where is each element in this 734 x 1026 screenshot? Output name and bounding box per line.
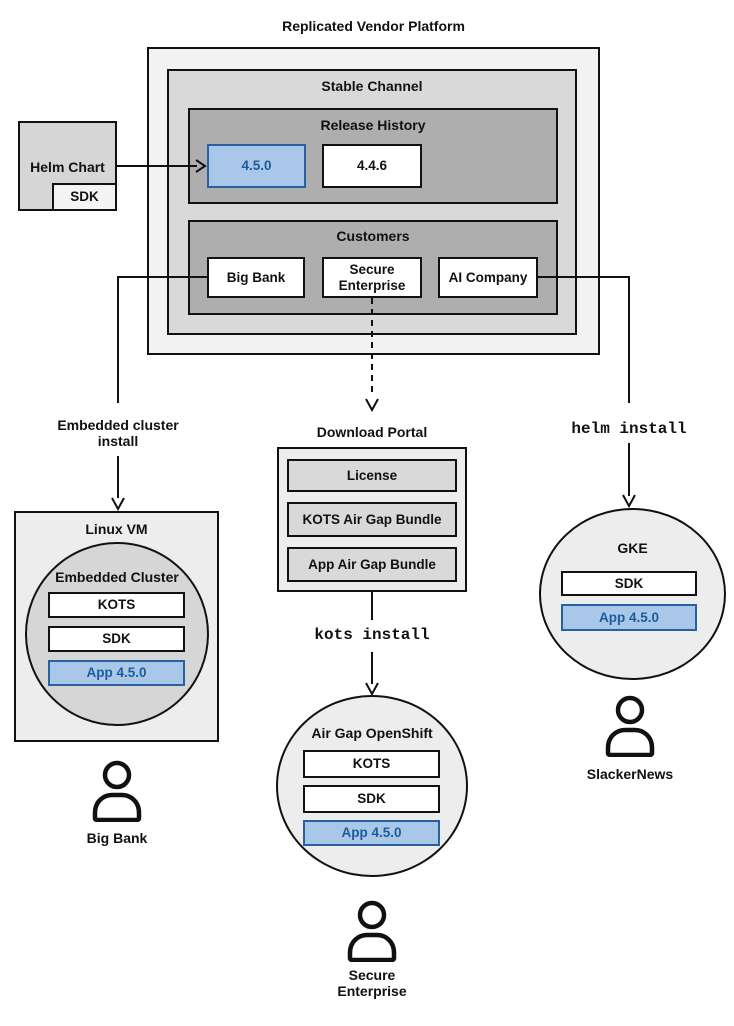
embedded-install-line2: install <box>97 433 139 450</box>
helm-chart-title: Helm Chart <box>30 159 105 175</box>
linux-vm-title: Linux VM <box>85 521 148 537</box>
helm-chart-sdk-box: SDK <box>52 183 117 211</box>
secure-enterprise-arrowhead <box>365 398 379 413</box>
openshift-sdk: SDK <box>303 785 440 813</box>
helm-install-label: helm install <box>571 420 687 438</box>
embedded-cluster-sdk: SDK <box>48 626 185 652</box>
slackernews-user-label: SlackerNews <box>586 766 674 782</box>
embedded-install-line1: Embedded cluster <box>57 417 179 433</box>
gke-app: App 4.5.0 <box>561 604 697 631</box>
kots-install-label: kots install <box>314 626 430 644</box>
openshift-kots: KOTS <box>303 750 440 778</box>
release-4-5-0: 4.5.0 <box>207 144 306 188</box>
embedded-cluster-app: App 4.5.0 <box>48 660 185 686</box>
big-bank-user-icon <box>87 760 147 822</box>
customer-ai-company: AI Company <box>438 257 538 298</box>
airgap-openshift-title: Air Gap OpenShift <box>311 725 433 741</box>
customers-title: Customers <box>336 228 410 244</box>
release-4-4-6: 4.4.6 <box>322 144 422 188</box>
helm-install-arrowhead <box>622 494 636 509</box>
kots-install-arrowhead <box>365 682 379 697</box>
secure-enterprise-user-label: Secure Enterprise <box>337 967 407 1000</box>
gke-title: GKE <box>617 540 648 556</box>
customer-big-bank: Big Bank <box>207 257 305 298</box>
platform-title: Replicated Vendor Platform <box>282 18 465 34</box>
gke-sdk: SDK <box>561 571 697 596</box>
portal-item-license: License <box>287 459 457 492</box>
big-bank-user-label: Big Bank <box>86 830 148 846</box>
stable-channel-title: Stable Channel <box>321 78 423 94</box>
release-history-title: Release History <box>320 117 426 133</box>
big-bank-arrowhead <box>111 497 125 512</box>
embedded-install-label: Embedded cluster install <box>48 417 188 449</box>
slackernews-user-icon <box>600 695 660 757</box>
customer-secure-enterprise: Secure Enterprise <box>322 257 422 298</box>
openshift-app: App 4.5.0 <box>303 820 440 846</box>
embedded-cluster-kots: KOTS <box>48 592 185 618</box>
portal-item-app-airgap-bundle: App Air Gap Bundle <box>287 547 457 582</box>
download-portal-title: Download Portal <box>316 424 428 440</box>
portal-item-kots-airgap-bundle: KOTS Air Gap Bundle <box>287 502 457 537</box>
embedded-cluster-title: Embedded Cluster <box>55 569 179 585</box>
secure-enterprise-user-icon <box>342 900 402 962</box>
